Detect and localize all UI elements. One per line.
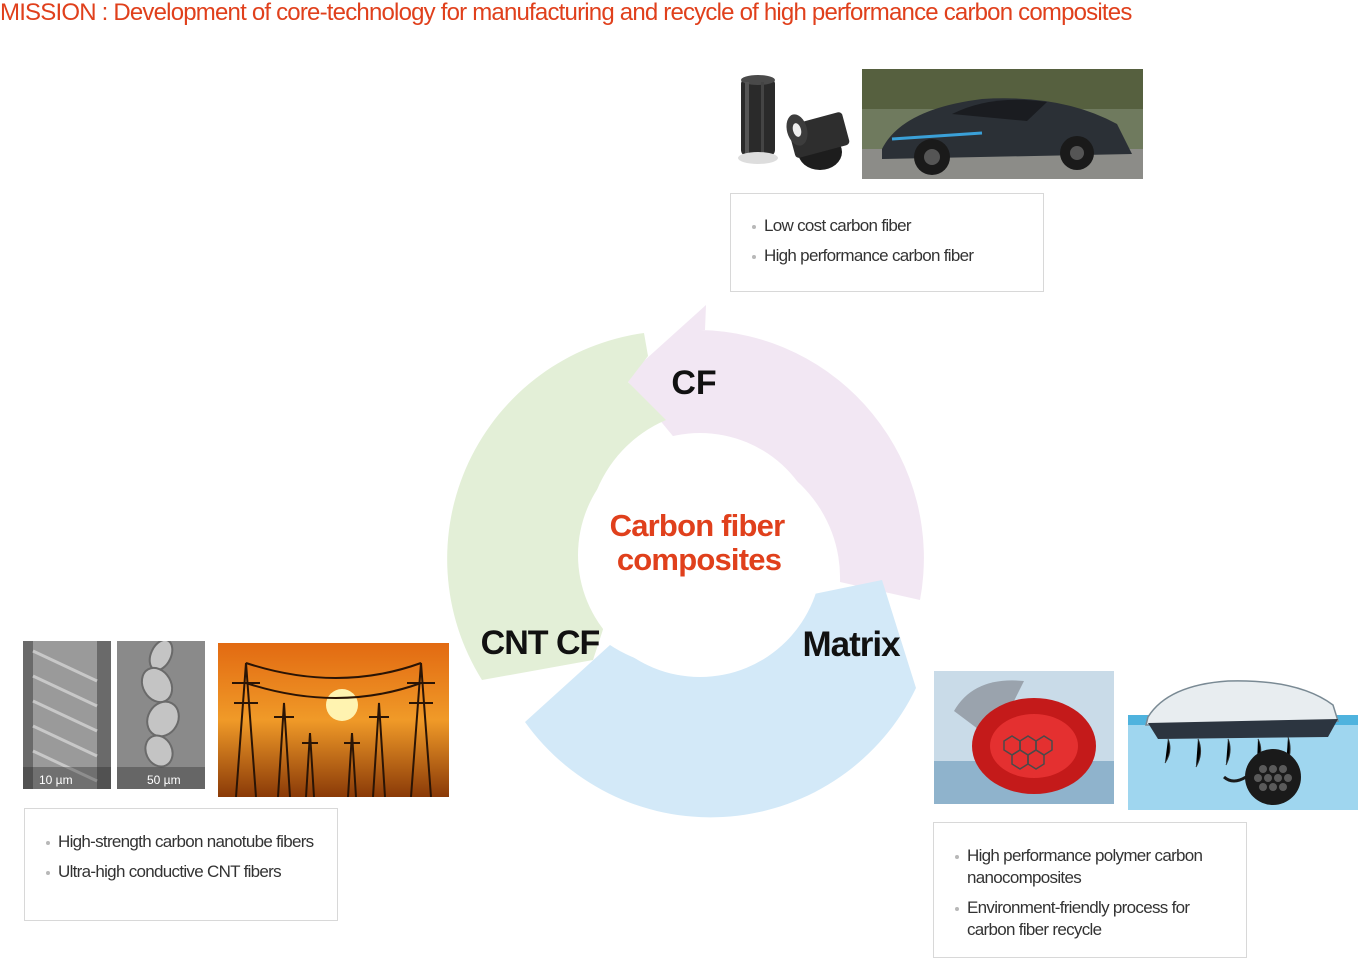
cnt-fiber-micrograph-right: 50 µm — [117, 641, 205, 789]
node-label-matrix: Matrix — [802, 625, 901, 664]
svg-text:10 µm: 10 µm — [39, 773, 73, 787]
cnt-bullet-2: Ultra-high conductive CNT fibers — [45, 861, 321, 883]
mission-title: MISSION : Development of core-technology… — [0, 0, 1132, 26]
cf-bullet-1: Low cost carbon fiber — [751, 215, 1043, 237]
matrix-bullet-1: High performance polymer carbon nanocomp… — [954, 845, 1234, 889]
nanocomposite-capsule-image — [934, 671, 1114, 804]
matrix-arrow — [525, 580, 916, 818]
cf-arrow — [625, 305, 924, 600]
cnt-info-box: High-strength carbon nanotube fibers Ult… — [24, 808, 338, 921]
node-label-cnt-cf: CNT CF — [481, 624, 600, 662]
svg-text:50 µm: 50 µm — [147, 773, 181, 787]
matrix-bullet-2: Environment-friendly process for carbon … — [954, 897, 1234, 941]
cf-bullet-2: High performance carbon fiber — [751, 245, 1043, 267]
center-label-line1: Carbon fiber — [610, 508, 785, 543]
node-label-cf: CF — [671, 364, 716, 402]
matrix-info-box: High performance polymer carbon nanocomp… — [933, 822, 1247, 958]
carbon-fiber-spools-image — [735, 70, 850, 180]
car-recycling-water-image — [1128, 665, 1358, 810]
center-label-line2: composites — [617, 542, 781, 577]
cf-info-box: Low cost carbon fiber High performance c… — [730, 193, 1044, 292]
power-lines-sunset-image — [218, 643, 449, 797]
sports-car-image — [862, 69, 1143, 179]
cnt-arrow — [447, 333, 666, 680]
center-circle — [578, 433, 822, 677]
cnt-bullet-1: High-strength carbon nanotube fibers — [45, 831, 321, 853]
cnt-fiber-micrograph-left: 10 µm — [23, 641, 111, 789]
